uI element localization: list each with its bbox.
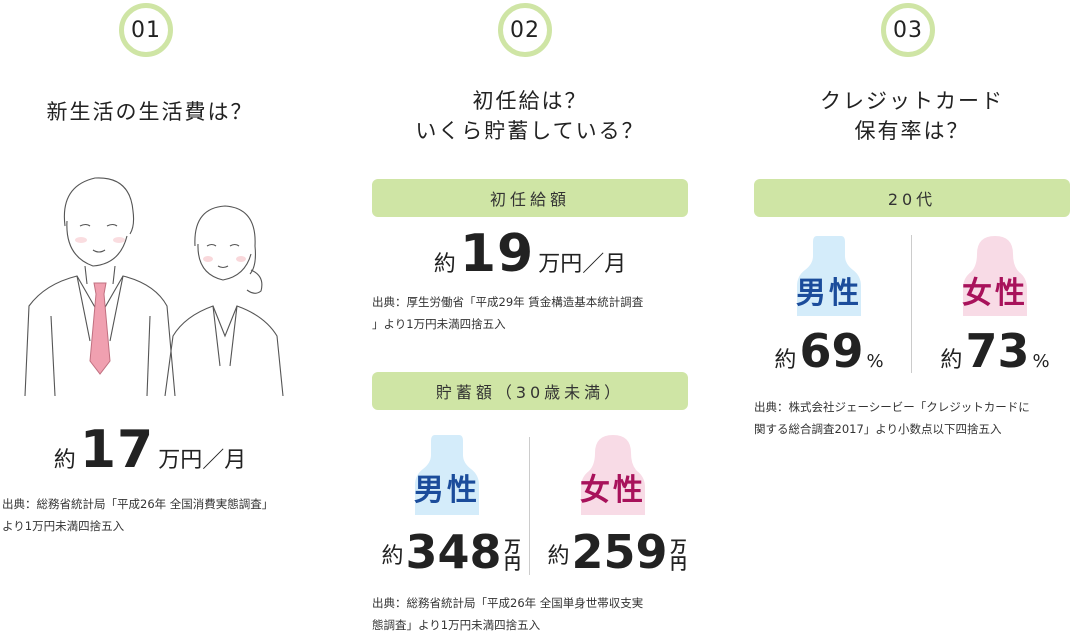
heading-line: いくら貯蓄している？ bbox=[415, 119, 645, 143]
source-line: 出典：厚生労働省「平成29年 賃金構造基本統計調査 bbox=[372, 295, 644, 309]
source-note: 出典：厚生労働省「平成29年 賃金構造基本統計調査 」より1万円未満四捨五入 bbox=[372, 291, 688, 335]
female-savings: 女性 約 259 万 円 bbox=[538, 425, 688, 576]
section-number-badge: 01 bbox=[119, 3, 173, 57]
source-line: 出典：総務省統計局「平成26年 全国単身世帯収支実 bbox=[372, 596, 644, 610]
percent-value: 73 bbox=[965, 324, 1030, 378]
approx-label: 約 bbox=[547, 544, 570, 569]
living-cost-amount: 約 17 万円／月 bbox=[0, 420, 300, 480]
source-note: 出典：総務省統計局「平成26年 全国単身世帯収支実 態調査」より1万円未満四捨五… bbox=[372, 592, 688, 636]
heading-line: 初任給は？ bbox=[472, 89, 588, 113]
source-line: 出典：株式会社ジェーシービー「クレジットカードに bbox=[754, 400, 1030, 414]
female-savings-amount: 約 259 万 円 bbox=[538, 528, 696, 576]
approx-label: 約 bbox=[433, 252, 456, 277]
section-heading: 初任給は？ いくら貯蓄している？ bbox=[372, 86, 688, 146]
divider bbox=[911, 235, 912, 373]
male-label: 男性 bbox=[414, 473, 480, 508]
source-line: 関する総合調査2017」より小数点以下四捨五入 bbox=[754, 422, 1002, 436]
age-group-bar: 20代 bbox=[754, 179, 1070, 217]
male-savings: 男性 約 348 万 円 bbox=[372, 425, 522, 576]
female-label: 女性 bbox=[962, 276, 1028, 311]
credit-card-section: 03 クレジットカード 保有率は？ 20代 男性 約 69 % 女性 約 73 … bbox=[754, 0, 1070, 630]
female-label: 女性 bbox=[580, 473, 646, 508]
female-ownership-rate: 約 73 % bbox=[920, 324, 1070, 378]
male-ownership: 男性 約 69 % bbox=[754, 232, 904, 378]
unit-man: 万 bbox=[670, 537, 687, 556]
section-number-badge: 02 bbox=[498, 3, 552, 57]
amount-value: 19 bbox=[459, 224, 535, 284]
source-line: より1万円未満四捨五入 bbox=[2, 519, 125, 533]
male-savings-amount: 約 348 万 円 bbox=[372, 528, 530, 576]
percent-value: 69 bbox=[799, 324, 864, 378]
amount-unit: 万円／月 bbox=[158, 448, 247, 473]
starting-salary-amount: 約 19 万円／月 bbox=[372, 224, 688, 284]
approx-label: 約 bbox=[53, 448, 76, 473]
unit-yen: 円 bbox=[504, 554, 521, 573]
female-ownership: 女性 約 73 % bbox=[920, 232, 1070, 378]
source-line: 出典：総務省統計局「平成26年 全国消費実態調査」 bbox=[2, 497, 274, 511]
living-cost-section: 01 新生活の生活費は？ 約 17 bbox=[0, 0, 300, 630]
heading-line: 保有率は？ bbox=[854, 119, 970, 143]
divider bbox=[529, 437, 530, 575]
unit-yen: 円 bbox=[670, 554, 687, 573]
starting-salary-bar: 初任給額 bbox=[372, 179, 688, 217]
salary-savings-section: 02 初任給は？ いくら貯蓄している？ 初任給額 約 19 万円／月 出典：厚生… bbox=[372, 0, 688, 632]
amount-value: 259 bbox=[571, 525, 668, 579]
heading-line: クレジットカード bbox=[820, 89, 1004, 113]
source-note: 出典：総務省統計局「平成26年 全国消費実態調査」 より1万円未満四捨五入 bbox=[2, 493, 302, 537]
source-line: 」より1万円未満四捨五入 bbox=[372, 317, 506, 331]
male-silhouette-icon bbox=[415, 435, 479, 515]
new-employees-illustration bbox=[24, 177, 284, 396]
approx-label: 約 bbox=[381, 544, 404, 569]
amount-value: 17 bbox=[79, 420, 155, 480]
source-note: 出典：株式会社ジェーシービー「クレジットカードに 関する総合調査2017」より小… bbox=[754, 396, 1070, 440]
unit-man: 万 bbox=[504, 537, 521, 556]
male-label: 男性 bbox=[796, 276, 862, 311]
section-number-badge: 03 bbox=[881, 3, 935, 57]
percent-unit: % bbox=[1032, 351, 1050, 372]
amount-unit: 万 円 bbox=[505, 538, 521, 572]
male-silhouette-icon bbox=[797, 236, 861, 316]
female-silhouette-icon bbox=[963, 236, 1027, 316]
section-heading: クレジットカード 保有率は？ bbox=[754, 86, 1070, 146]
amount-unit: 万 円 bbox=[671, 538, 687, 572]
approx-label: 約 bbox=[774, 348, 797, 373]
source-line: 態調査」より1万円未満四捨五入 bbox=[372, 618, 541, 632]
approx-label: 約 bbox=[940, 348, 963, 373]
amount-unit: 万円／月 bbox=[538, 252, 627, 277]
male-ownership-rate: 約 69 % bbox=[754, 324, 904, 378]
section-heading: 新生活の生活費は？ bbox=[46, 100, 254, 124]
savings-bar: 貯蓄額（30歳未満） bbox=[372, 372, 688, 410]
amount-value: 348 bbox=[405, 525, 502, 579]
percent-unit: % bbox=[866, 351, 884, 372]
female-silhouette-icon bbox=[581, 435, 645, 515]
